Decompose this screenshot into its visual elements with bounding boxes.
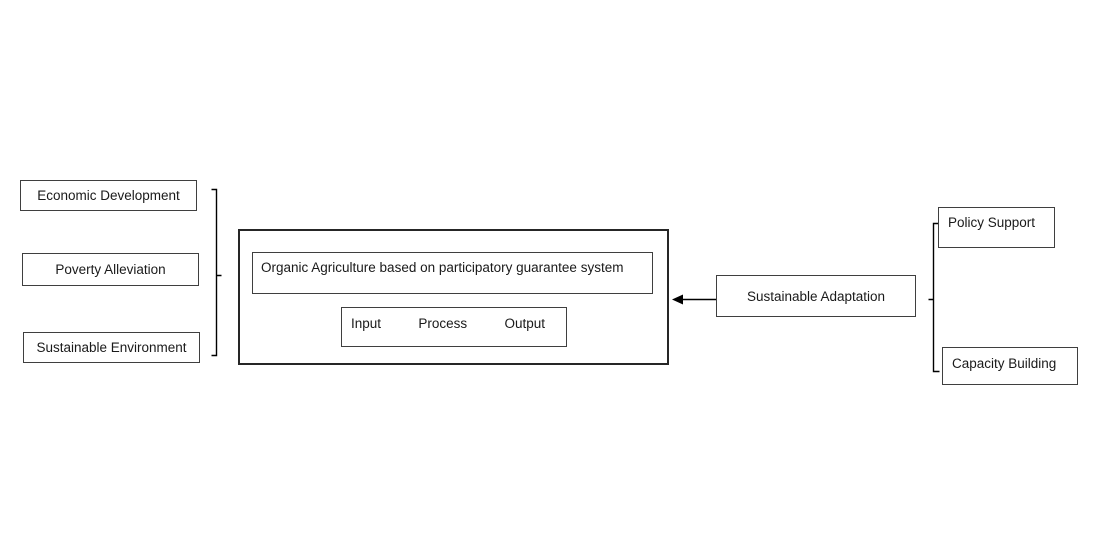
support-label: Capacity Building [952, 356, 1057, 371]
stage-label-input: Input [351, 316, 382, 331]
outcome-label: Economic Development [37, 188, 180, 203]
support-label: Policy Support [948, 215, 1036, 230]
support-box-policy-support: Policy Support [938, 207, 1055, 248]
stages-box: Input Process Output [341, 307, 567, 347]
outcome-box-poverty-alleviation: Poverty Alleviation [22, 253, 199, 286]
outcome-label: Poverty Alleviation [55, 262, 166, 277]
support-box-capacity-building: Capacity Building [942, 347, 1078, 385]
outcome-box-economic-development: Economic Development [20, 180, 197, 211]
core-system-title: Organic Agriculture based on participato… [261, 260, 624, 275]
outcome-box-sustainable-environment: Sustainable Environment [23, 332, 200, 363]
stage-label-output: Output [504, 316, 545, 331]
left-arrowhead-icon [672, 294, 683, 305]
driver-box-sustainable-adaptation: Sustainable Adaptation [716, 275, 916, 317]
left-bracket [211, 188, 222, 357]
stage-label-process: Process [418, 316, 468, 331]
core-system-title-box: Organic Agriculture based on participato… [252, 252, 653, 294]
outcome-label: Sustainable Environment [36, 340, 187, 355]
driver-label: Sustainable Adaptation [746, 288, 886, 304]
